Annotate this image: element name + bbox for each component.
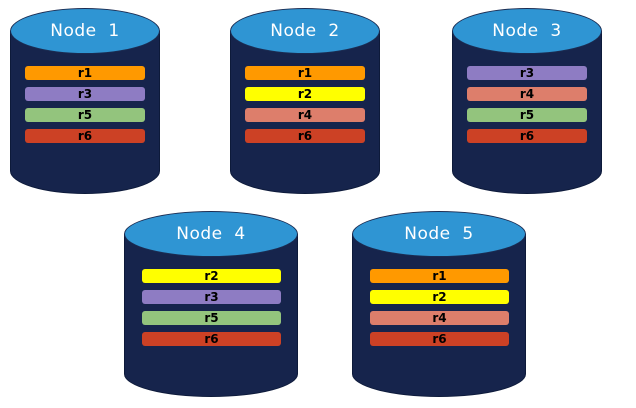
- cylinder-top-cap: [10, 8, 160, 54]
- replica-bar[interactable]: r1: [245, 66, 365, 80]
- replica-bar[interactable]: r6: [245, 129, 365, 143]
- node-label: Node 2: [270, 21, 340, 41]
- replica-bar[interactable]: r6: [370, 332, 509, 346]
- node-cylinder[interactable]: Node 2 r1 r2 r4 r6: [230, 8, 380, 194]
- cylinder-body: [124, 234, 298, 374]
- replica-bar[interactable]: r2: [245, 87, 365, 101]
- node-label: Node 1: [50, 21, 120, 41]
- replica-bar-list: r3 r4 r5 r6: [467, 66, 587, 143]
- replica-bar[interactable]: r5: [467, 108, 587, 122]
- cylinder-top-cap: [124, 211, 298, 257]
- cylinder-top-cap: [352, 211, 526, 257]
- replica-bar[interactable]: r4: [370, 311, 509, 325]
- replica-bar-list: r2 r3 r5 r6: [142, 269, 281, 346]
- node-cylinder[interactable]: Node 4 r2 r3 r5 r6: [124, 211, 298, 397]
- replica-bar[interactable]: r6: [25, 129, 145, 143]
- replica-bar[interactable]: r2: [142, 269, 281, 283]
- cylinder-top-cap: [230, 8, 380, 54]
- replica-bar-list: r1 r3 r5 r6: [25, 66, 145, 143]
- node-cylinder[interactable]: Node 1 r1 r3 r5 r6: [10, 8, 160, 194]
- replica-bar[interactable]: r6: [467, 129, 587, 143]
- replica-bar[interactable]: r5: [142, 311, 281, 325]
- cylinder-body: [10, 31, 160, 171]
- replica-bar[interactable]: r1: [25, 66, 145, 80]
- node-label: Node 3: [492, 21, 562, 41]
- replica-bar[interactable]: r1: [370, 269, 509, 283]
- node-label: Node 5: [404, 224, 474, 244]
- node-cylinder[interactable]: Node 5 r1 r2 r4 r6: [352, 211, 526, 397]
- replica-bar-list: r1 r2 r4 r6: [370, 269, 509, 346]
- cylinder-body: [230, 31, 380, 171]
- replica-bar[interactable]: r3: [467, 66, 587, 80]
- replica-bar[interactable]: r4: [467, 87, 587, 101]
- cylinder-body: [452, 31, 602, 171]
- replica-bar[interactable]: r6: [142, 332, 281, 346]
- node-cylinder[interactable]: Node 3 r3 r4 r5 r6: [452, 8, 602, 194]
- replica-bar-list: r1 r2 r4 r6: [245, 66, 365, 143]
- cylinder-body: [352, 234, 526, 374]
- replica-bar[interactable]: r3: [142, 290, 281, 304]
- replica-bar[interactable]: r4: [245, 108, 365, 122]
- node-label: Node 4: [176, 224, 246, 244]
- cylinder-top-cap: [452, 8, 602, 54]
- replica-bar[interactable]: r2: [370, 290, 509, 304]
- replica-bar[interactable]: r3: [25, 87, 145, 101]
- replica-bar[interactable]: r5: [25, 108, 145, 122]
